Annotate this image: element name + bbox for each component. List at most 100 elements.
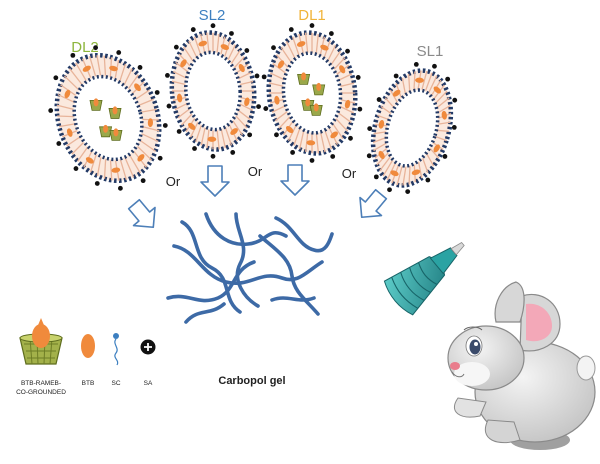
sl2-vesicle [165, 23, 261, 159]
lipid-tail [177, 108, 190, 119]
stearylamine-mark [116, 50, 122, 55]
lipid-tail [407, 73, 411, 92]
lipid-tail [340, 106, 355, 114]
btb-drug-mark [433, 86, 441, 94]
lipid-tail [327, 44, 337, 61]
btb-drug-mark [411, 169, 421, 176]
btb-drug-mark [285, 126, 294, 134]
stearylamine-mark [345, 48, 350, 54]
or-connector-1: Or [166, 174, 181, 189]
lipid-tail [380, 105, 392, 114]
lipid-tail [141, 108, 157, 113]
lipid-tail [77, 147, 88, 162]
stearylamine-mark [210, 153, 216, 159]
lipid-tail [402, 166, 407, 186]
lipid-tail [438, 121, 451, 125]
btb-drug-mark [390, 170, 399, 177]
lipid-tail [372, 137, 386, 144]
sl1-label: SL1 [417, 43, 444, 60]
stearylamine-mark [162, 123, 168, 128]
lipid-tail [315, 34, 319, 54]
lipid-tail [268, 82, 283, 87]
stearylamine-mark [309, 158, 315, 163]
lipid-tail [57, 94, 75, 103]
lipid-tail [384, 97, 395, 108]
stearylamine-mark [413, 61, 419, 67]
stearylamine-mark [137, 65, 143, 70]
lipid-tail [129, 155, 141, 174]
lipid-tail [181, 113, 193, 126]
dl1-vesicle [261, 23, 363, 163]
lipid-tail [128, 74, 139, 89]
stearylamine-mark [244, 48, 250, 53]
lipid-tail [421, 70, 428, 90]
legend-label-complex-line2: CO-GROUNDED [16, 389, 66, 396]
stearylamine-mark [432, 63, 437, 69]
btb-drug-mark [339, 65, 346, 74]
btb-drug-mark [198, 40, 207, 47]
lipid-tail [227, 44, 236, 60]
dl2-label: DL2 [71, 39, 99, 56]
lipid-tail [408, 166, 411, 185]
lipid-tail [171, 80, 186, 85]
arrow-sl1-icon [359, 188, 388, 219]
lipid-tail [401, 77, 407, 95]
stearylamine-mark [229, 31, 234, 36]
lipid-tail [417, 161, 423, 179]
lipid-tail [63, 75, 79, 90]
stearylamine-mark [93, 45, 98, 51]
stearylamine-mark [261, 74, 267, 80]
lipid-tail [69, 68, 83, 85]
or-connector-3: Or [342, 166, 357, 181]
lipid-tail [103, 55, 107, 76]
lipid-tail [285, 41, 296, 59]
btb-drug-mark [137, 154, 145, 162]
stearylamine-mark [140, 178, 146, 184]
stearylamine-mark [451, 124, 457, 130]
arrow-sl2-icon [200, 165, 230, 197]
stearylamine-mark [393, 73, 399, 79]
lipid-tail [119, 159, 128, 181]
btb-drug-mark [111, 167, 121, 173]
lipid-tail [71, 142, 84, 155]
lipid-tail [119, 63, 127, 82]
stearylamine-mark [190, 27, 196, 32]
legend-label-complex-line1: BTB-RAMEB- [21, 380, 61, 387]
stearylamine-mark [387, 187, 392, 193]
lipid-tail [124, 158, 135, 178]
stearylamine-mark [274, 132, 279, 138]
lipid-tail [240, 80, 254, 86]
btb-drug-mark [330, 131, 338, 139]
stearylamine-mark [330, 154, 336, 159]
lipid-tail [195, 125, 202, 142]
lipid-tail [216, 130, 220, 150]
lipid-tail [271, 105, 286, 113]
complex-drug-mark [313, 103, 319, 112]
btb-drug-mark [277, 60, 285, 69]
stearylamine-mark [73, 166, 79, 171]
complex-drug-mark [316, 82, 322, 91]
stearylamine-mark [290, 150, 296, 155]
complex-drug-mark [103, 124, 109, 133]
stearylamine-mark [254, 73, 260, 79]
inner-lipid-layer [72, 74, 144, 162]
stearylamine-mark [173, 44, 179, 50]
btb-drug-mark [441, 110, 447, 120]
lipid-tail [123, 68, 133, 85]
lipid-tail [280, 46, 292, 63]
stearylamine-mark [366, 153, 372, 159]
lipid-tail [333, 57, 346, 70]
lipid-tail [373, 131, 386, 135]
stearylamine-mark [425, 177, 431, 183]
btb-drug-mark [188, 122, 196, 130]
lipid-tail [89, 154, 97, 173]
sl2-label: SL2 [199, 7, 226, 24]
stearylamine-mark [348, 135, 353, 141]
btb-drug-mark [378, 120, 385, 129]
stearylamine-mark [309, 23, 315, 28]
stearylamine-mark [256, 104, 261, 110]
cyclodextrin-complex-icon [19, 318, 63, 365]
lipid-tail [238, 71, 252, 79]
lipid-tail [200, 127, 206, 146]
